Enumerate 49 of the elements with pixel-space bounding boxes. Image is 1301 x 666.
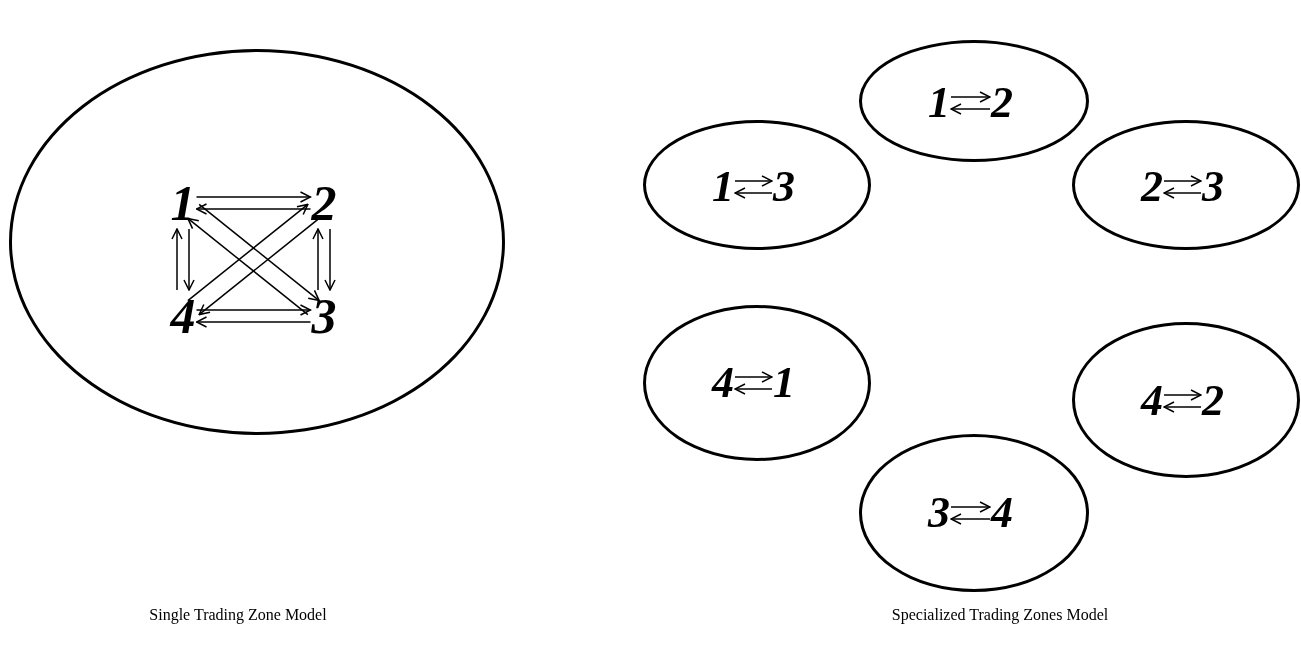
arrow — [734, 175, 773, 187]
node-number: 1 — [928, 81, 950, 125]
node-number: 3 — [773, 165, 795, 209]
arrow — [198, 217, 320, 316]
arrow — [950, 103, 991, 115]
arrow — [171, 228, 183, 291]
zone-ellipse — [1072, 322, 1300, 478]
arrow — [312, 228, 324, 291]
arrow — [1163, 389, 1202, 401]
arrow — [195, 203, 312, 215]
arrow — [198, 203, 320, 302]
zone-ellipse — [643, 120, 871, 250]
node-number: 4 — [170, 291, 196, 341]
node-number: 4 — [1141, 379, 1163, 423]
zone-ellipse — [859, 40, 1089, 162]
node-number: 2 — [1202, 379, 1224, 423]
arrow — [187, 217, 309, 316]
arrow — [1163, 175, 1202, 187]
node-number: 2 — [1141, 165, 1163, 209]
node-number: 1 — [773, 361, 795, 405]
zone-ellipse — [9, 49, 505, 435]
node-number: 1 — [712, 165, 734, 209]
arrow — [950, 513, 991, 525]
arrow — [1163, 187, 1202, 199]
arrow — [195, 191, 312, 203]
caption-text: Specialized Trading Zones Model — [891, 606, 1109, 624]
node-number: 3 — [1202, 165, 1224, 209]
arrow — [324, 228, 336, 291]
node-number: 1 — [170, 178, 196, 228]
arrow — [950, 91, 991, 103]
arrow — [195, 304, 312, 316]
arrow — [1163, 401, 1202, 413]
arrow — [950, 501, 991, 513]
arrow — [183, 228, 195, 291]
arrow — [187, 203, 309, 302]
node-number: 4 — [991, 491, 1013, 535]
node-number: 4 — [712, 361, 734, 405]
arrow — [734, 187, 773, 199]
arrow — [195, 316, 312, 328]
arrow — [734, 371, 773, 383]
zone-ellipse — [859, 434, 1089, 592]
zone-ellipse — [1072, 120, 1300, 250]
caption-text: Single Trading Zone Model — [149, 606, 327, 624]
node-number: 2 — [311, 178, 337, 228]
zone-ellipse — [643, 305, 871, 461]
node-number: 3 — [928, 491, 950, 535]
node-number: 2 — [991, 81, 1013, 125]
arrow — [734, 383, 773, 395]
node-number: 3 — [311, 291, 337, 341]
